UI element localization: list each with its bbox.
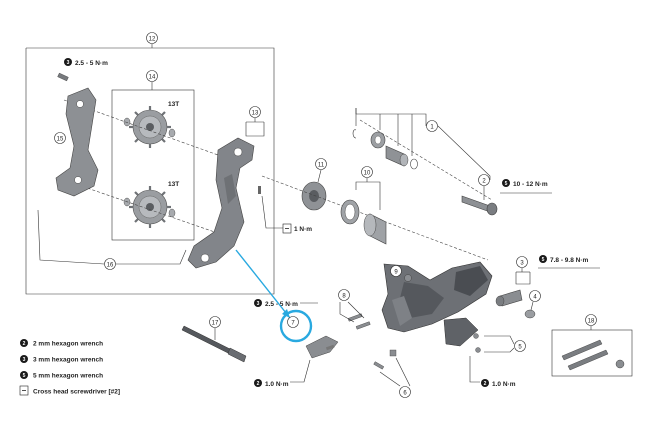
torque-b-axle: 5 7.8 - 9.8 N·m bbox=[538, 255, 600, 269]
callout-3 bbox=[516, 256, 528, 268]
torque-bottom-mid-value: 1.0 N·m bbox=[492, 381, 516, 388]
upper-pulley-teeth: 13T bbox=[168, 101, 179, 108]
b-axle-parts bbox=[495, 289, 536, 319]
legend-item-screwdriver: Cross head screwdriver [#2] bbox=[19, 385, 120, 396]
cage-screw-mid bbox=[258, 186, 261, 194]
callout-12 bbox=[146, 32, 158, 44]
callout-1 bbox=[426, 120, 438, 132]
callout-5-label: 5 bbox=[518, 345, 522, 351]
callout-10-label: 10 bbox=[364, 171, 371, 177]
callout-14 bbox=[146, 70, 158, 82]
callout-8-label: 8 bbox=[342, 294, 346, 300]
badge-hex5-baxle: 5 bbox=[542, 257, 545, 263]
torque-pivot-bolt: 5 10 - 12 N·m bbox=[500, 179, 552, 194]
lower-pulley-teeth: 13T bbox=[168, 181, 179, 188]
callout-3-label: 3 bbox=[520, 261, 524, 267]
badge-hex3-mid: 3 bbox=[257, 301, 260, 307]
callout-13 bbox=[249, 106, 261, 118]
torque-top-left: 3 2.5 - 5 N·m bbox=[64, 58, 108, 67]
tool-legend: 2 2 mm hexagon wrench 3 3 mm hexagon wre… bbox=[19, 339, 120, 396]
cage-assembly-group: 12 14 13T bbox=[25, 32, 275, 295]
badge-hex2-left: 2 bbox=[257, 381, 260, 387]
cable-fixing-bracket bbox=[305, 335, 339, 359]
legend-label-hex5: 5 mm hexagon wrench bbox=[33, 373, 103, 380]
legend-label-hex3: 3 mm hexagon wrench bbox=[33, 357, 103, 364]
torque-mid-left: 3 2.5 - 5 N·m bbox=[254, 299, 318, 308]
legend-badge-hex2: 2 bbox=[23, 341, 26, 347]
callout-6 bbox=[399, 386, 411, 398]
torque-bottom-left-value: 1.0 N·m bbox=[265, 381, 289, 388]
callout-10 bbox=[361, 166, 373, 178]
legend-label-hex2: 2 mm hexagon wrench bbox=[33, 341, 103, 348]
legend-badge-hex3: 3 bbox=[23, 357, 26, 363]
badge-hex2-mid: 2 bbox=[484, 381, 487, 387]
badge-hex5-pivot: 5 bbox=[505, 181, 508, 187]
callout-18-label: 18 bbox=[588, 319, 595, 325]
callout-11 bbox=[315, 158, 327, 170]
callout-17 bbox=[209, 316, 221, 328]
cage-screw-top bbox=[57, 72, 69, 82]
callout-16-label: 16 bbox=[107, 263, 114, 269]
torque-pivot-value: 10 - 12 N·m bbox=[513, 181, 548, 188]
legend-badge-hex5: 5 bbox=[23, 373, 26, 379]
callout-2 bbox=[478, 174, 490, 186]
torque-bottom-mid: 2 1.0 N·m bbox=[469, 356, 516, 388]
legend-item-hex2: 2 2 mm hexagon wrench bbox=[20, 339, 103, 348]
torque-screw-1nm: 1 N·m bbox=[261, 195, 312, 234]
torque-b-axle-value: 7.8 - 9.8 N·m bbox=[550, 257, 589, 264]
callout-18 bbox=[585, 314, 597, 326]
legend-item-hex3: 3 3 mm hexagon wrench bbox=[20, 355, 103, 364]
callout-7-label: 7 bbox=[291, 321, 295, 327]
inner-cage-plate bbox=[55, 87, 99, 197]
spare-parts-box bbox=[551, 329, 633, 377]
lower-pulley bbox=[123, 186, 176, 228]
callout-4-label: 4 bbox=[533, 295, 537, 301]
pivot-bolt bbox=[461, 195, 498, 216]
highlight-circle bbox=[279, 309, 313, 343]
torque-bottom-left: 2 1.0 N·m bbox=[254, 359, 311, 388]
torque-mid-left-value: 2.5 - 5 N·m bbox=[265, 301, 298, 308]
torque-1nm-value: 1 N·m bbox=[294, 226, 312, 233]
callout-17-label: 17 bbox=[212, 321, 219, 327]
pivot-parts bbox=[352, 129, 418, 170]
pulley-box bbox=[111, 89, 195, 241]
callout-6-label: 6 bbox=[403, 391, 407, 397]
legend-label-screwdriver: Cross head screwdriver [#2] bbox=[33, 389, 120, 396]
callout-2-label: 2 bbox=[482, 179, 486, 185]
callout-9-label: 9 bbox=[394, 270, 398, 276]
bushing-set bbox=[340, 199, 387, 245]
badge-hex3-top: 3 bbox=[67, 60, 70, 66]
cable-screws bbox=[373, 349, 397, 370]
callout-7 bbox=[287, 316, 299, 328]
callout-8 bbox=[338, 289, 350, 301]
legend-item-hex5: 5 5 mm hexagon wrench bbox=[20, 371, 103, 380]
limit-screws bbox=[473, 333, 481, 353]
upper-pulley bbox=[123, 106, 176, 148]
b-plate-disc bbox=[301, 181, 327, 211]
callout-16 bbox=[104, 258, 116, 270]
callout-12-label: 12 bbox=[149, 37, 156, 43]
callout-14-label: 14 bbox=[149, 75, 156, 81]
callout-11-label: 11 bbox=[318, 163, 325, 169]
chain-tool bbox=[181, 325, 247, 363]
callout-13-label: 13 bbox=[252, 111, 259, 117]
adjust-screws bbox=[347, 313, 371, 330]
b-screw-head bbox=[404, 274, 412, 282]
callout-15 bbox=[54, 132, 66, 144]
outer-cage-plate bbox=[187, 137, 255, 269]
highlight-leader bbox=[235, 249, 291, 319]
callout-15-label: 15 bbox=[57, 137, 64, 143]
torque-top-left-value: 2.5 - 5 N·m bbox=[75, 60, 108, 67]
callout-1-label: 1 bbox=[430, 125, 434, 131]
callout-5 bbox=[514, 340, 526, 352]
callout-9 bbox=[390, 265, 402, 277]
callout-4 bbox=[529, 290, 541, 302]
